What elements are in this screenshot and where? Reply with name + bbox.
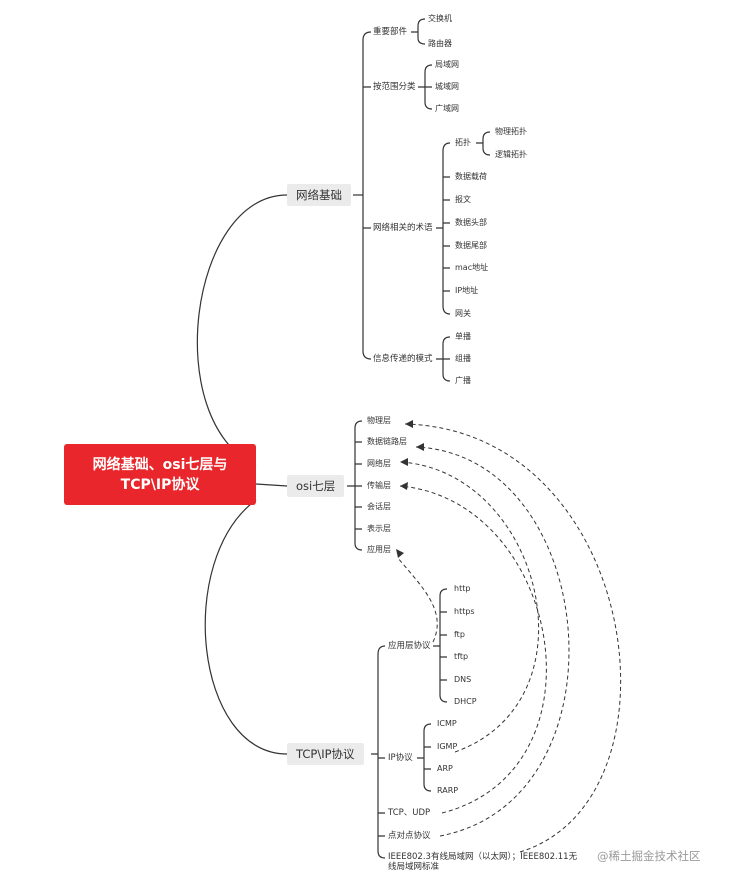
topic-tcpip[interactable]: TCP\IP协议 xyxy=(287,743,364,765)
leaf-trailer[interactable]: 数据尾部 xyxy=(455,241,487,250)
leaf-rarp[interactable]: RARP xyxy=(437,786,459,795)
osi-layer-network[interactable]: 网络层 xyxy=(367,459,391,468)
topic-important-parts[interactable]: 重要部件 xyxy=(373,27,408,37)
ieee-line-2: 线局域网标准 xyxy=(388,862,440,872)
topic-tcp-udp[interactable]: TCP、UDP xyxy=(388,808,431,818)
topic-app-protocols[interactable]: 应用层协议 xyxy=(388,641,431,651)
osi-layer-presentation[interactable]: 表示层 xyxy=(367,524,391,533)
leaf-lan[interactable]: 局域网 xyxy=(435,60,459,69)
osi-layer-application[interactable]: 应用层 xyxy=(367,545,391,554)
leaf-dns[interactable]: DNS xyxy=(454,675,472,684)
root-title-line-2: TCP\IP协议 xyxy=(120,476,200,493)
link-root-tcpip xyxy=(204,499,288,755)
leaf-switch[interactable]: 交换机 xyxy=(428,14,452,23)
leaf-http[interactable]: http xyxy=(454,584,471,593)
osi-layer-session[interactable]: 会话层 xyxy=(367,502,391,511)
osi-layer-transport[interactable]: 传输层 xyxy=(367,481,391,490)
leaf-unicast[interactable]: 单播 xyxy=(455,332,471,341)
leaf-gateway[interactable]: 网关 xyxy=(455,309,471,318)
topic-ip-protocols[interactable]: IP协议 xyxy=(388,753,413,763)
leaf-payload[interactable]: 数据载荷 xyxy=(455,172,487,181)
root-title-line-1: 网络基础、osi七层与 xyxy=(92,456,228,473)
leaf-multicast[interactable]: 组播 xyxy=(455,354,471,363)
leaf-man[interactable]: 城域网 xyxy=(435,82,459,91)
leaf-arp[interactable]: ARP xyxy=(437,764,453,773)
leaf-logical-topology[interactable]: 逻辑拓扑 xyxy=(495,150,527,159)
link-root-network-basics xyxy=(196,194,288,467)
ieee-line-1: IEEE802.3有线局域网（以太网）；IEEE802.11无 xyxy=(388,852,578,862)
leaf-https[interactable]: https xyxy=(454,607,475,616)
dash-ieee-to-physical-layer xyxy=(404,423,622,853)
leaf-message[interactable]: 报文 xyxy=(455,195,471,204)
dash-app-to-application-layer xyxy=(397,557,438,643)
leaf-mac-address[interactable]: mac地址 xyxy=(455,263,489,272)
dash-tcpudp-to-transport-layer xyxy=(399,485,547,814)
leaf-physical-topology[interactable]: 物理拓扑 xyxy=(495,127,527,136)
root-topic[interactable]: 网络基础、osi七层与 TCP\IP协议 xyxy=(64,444,256,505)
leaf-ftp[interactable]: ftp xyxy=(454,630,465,639)
watermark: @稀土掘金技术社区 xyxy=(597,849,701,863)
osi-layer-physical[interactable]: 物理层 xyxy=(367,416,391,425)
leaf-ip-address[interactable]: IP地址 xyxy=(455,286,479,295)
leaf-icmp[interactable]: ICMP xyxy=(437,719,457,728)
link-root-osi xyxy=(255,483,288,487)
topic-ieee802[interactable]: IEEE802.3有线局域网（以太网）；IEEE802.11无 线局域网标准 xyxy=(388,852,577,872)
topic-by-range[interactable]: 按范围分类 xyxy=(373,82,416,92)
leaf-igmp[interactable]: IGMP xyxy=(437,742,458,751)
leaf-dhcp[interactable]: DHCP xyxy=(454,697,477,706)
leaf-broadcast[interactable]: 广播 xyxy=(455,376,471,385)
topic-transmission-modes[interactable]: 信息传递的模式 xyxy=(373,354,433,364)
leaf-router[interactable]: 路由器 xyxy=(428,39,452,48)
leaf-header[interactable]: 数据头部 xyxy=(455,218,487,227)
osi-layer-data-link[interactable]: 数据链路层 xyxy=(367,437,407,446)
leaf-tftp[interactable]: tftp xyxy=(454,652,469,661)
topic-network-terms[interactable]: 网络相关的术语 xyxy=(373,223,433,233)
topic-osi[interactable]: osi七层 xyxy=(287,475,345,497)
leaf-wan[interactable]: 广域网 xyxy=(435,104,459,113)
topic-topology[interactable]: 拓扑 xyxy=(455,138,471,147)
topic-p2p-protocol[interactable]: 点对点协议 xyxy=(388,831,431,841)
dash-p2p-to-datalink-layer xyxy=(415,446,570,837)
topic-network-basics[interactable]: 网络基础 xyxy=(287,184,351,206)
dash-ip-to-network-layer xyxy=(399,461,540,753)
